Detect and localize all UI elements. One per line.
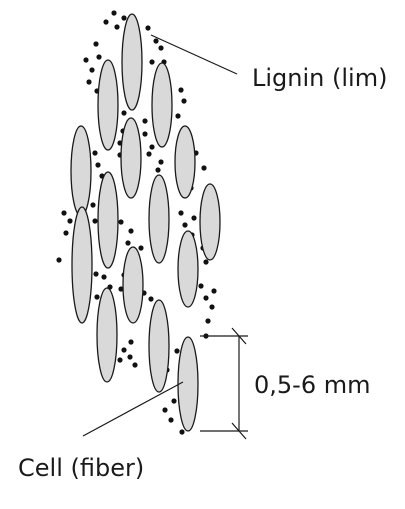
lignin-dot bbox=[128, 228, 134, 234]
lignin-dot bbox=[86, 79, 92, 85]
lignin-dot bbox=[121, 110, 127, 116]
lignin-dot bbox=[96, 54, 102, 60]
fiber-cell bbox=[120, 117, 142, 199]
lignin-dot bbox=[178, 87, 184, 93]
lignin-dot bbox=[128, 339, 134, 345]
lignin-dot bbox=[114, 24, 120, 30]
lignin-dot bbox=[127, 354, 133, 360]
lignin-dot bbox=[205, 318, 211, 324]
lignin-dot bbox=[201, 165, 207, 171]
fiber-cell bbox=[71, 206, 93, 324]
fiber-cell bbox=[97, 59, 119, 151]
lignin-dot bbox=[191, 215, 197, 221]
lignin-dot bbox=[142, 118, 148, 124]
lignin-dot bbox=[125, 240, 131, 246]
fiber-cells bbox=[70, 13, 221, 432]
lignin-dot bbox=[155, 167, 161, 173]
fiber-cell bbox=[122, 246, 144, 324]
fiber-cell bbox=[174, 125, 196, 199]
fiber-cell bbox=[148, 299, 170, 393]
lignin-dot bbox=[171, 398, 177, 404]
lignin-dot bbox=[178, 210, 184, 216]
lignin-dot bbox=[103, 19, 109, 25]
lignin-dot bbox=[118, 286, 124, 292]
lignin-dot bbox=[181, 98, 187, 104]
fiber-cell bbox=[70, 125, 92, 217]
fiber-cell bbox=[121, 13, 143, 111]
cell-leader-line bbox=[82, 381, 184, 437]
fiber-cell bbox=[96, 287, 118, 383]
fiber-cell bbox=[199, 183, 221, 261]
lignin-dot bbox=[92, 150, 98, 156]
lignin-dot bbox=[121, 347, 127, 353]
lignin-dot bbox=[83, 57, 89, 63]
lignin-dot bbox=[132, 362, 138, 368]
lignin-dot bbox=[67, 218, 73, 224]
lignin-dot bbox=[203, 295, 209, 301]
fiber-cell bbox=[177, 336, 199, 432]
lignin-dot bbox=[203, 259, 209, 265]
lignin-dot bbox=[142, 131, 148, 137]
lignin-dot bbox=[117, 357, 123, 363]
lignin-dot bbox=[95, 162, 101, 168]
lignin-dot bbox=[174, 348, 180, 354]
fiber-cell bbox=[177, 230, 199, 308]
lignin-dot bbox=[149, 144, 155, 150]
lignin-dot bbox=[209, 304, 215, 310]
lignin-dot bbox=[118, 219, 124, 225]
lignin-dot bbox=[148, 296, 154, 302]
lignin-dot bbox=[145, 25, 151, 31]
lignin-dot bbox=[158, 45, 164, 51]
lignin-dot bbox=[198, 283, 204, 289]
lignin-dot bbox=[149, 59, 155, 65]
lignin-label: Lignin (lim) bbox=[252, 64, 387, 92]
fiber-cell bbox=[148, 174, 170, 264]
lignin-dot bbox=[93, 41, 99, 47]
dimension-marker bbox=[200, 327, 248, 440]
lignin-leader-line bbox=[150, 34, 238, 75]
dimension-label: 0,5-6 mm bbox=[254, 371, 370, 399]
lignin-dot bbox=[175, 113, 181, 119]
lignin-dot bbox=[138, 245, 144, 251]
lignin-dot bbox=[92, 218, 98, 224]
lignin-dot bbox=[90, 202, 96, 208]
cell-label: Cell (fiber) bbox=[18, 454, 144, 482]
lignin-dot bbox=[89, 67, 95, 73]
lignin-dot bbox=[93, 271, 99, 277]
lignin-dot bbox=[94, 294, 100, 300]
lignin-dot bbox=[111, 10, 117, 16]
lignin-dot bbox=[168, 417, 174, 423]
lignin-dot bbox=[56, 257, 62, 263]
fiber-cell bbox=[97, 171, 119, 269]
lignin-dot bbox=[179, 429, 185, 435]
lignin-dot bbox=[101, 274, 107, 280]
lignin-dot bbox=[121, 15, 127, 21]
lignin-dot bbox=[63, 230, 69, 236]
lignin-dot bbox=[153, 38, 159, 44]
lignin-dot bbox=[211, 288, 217, 294]
lignin-dot bbox=[162, 407, 168, 413]
lignin-dot bbox=[61, 210, 67, 216]
fiber-cell bbox=[151, 62, 173, 148]
lignin-dot bbox=[158, 159, 164, 165]
lignin-dot bbox=[146, 151, 152, 157]
lignin-dot bbox=[182, 222, 188, 228]
